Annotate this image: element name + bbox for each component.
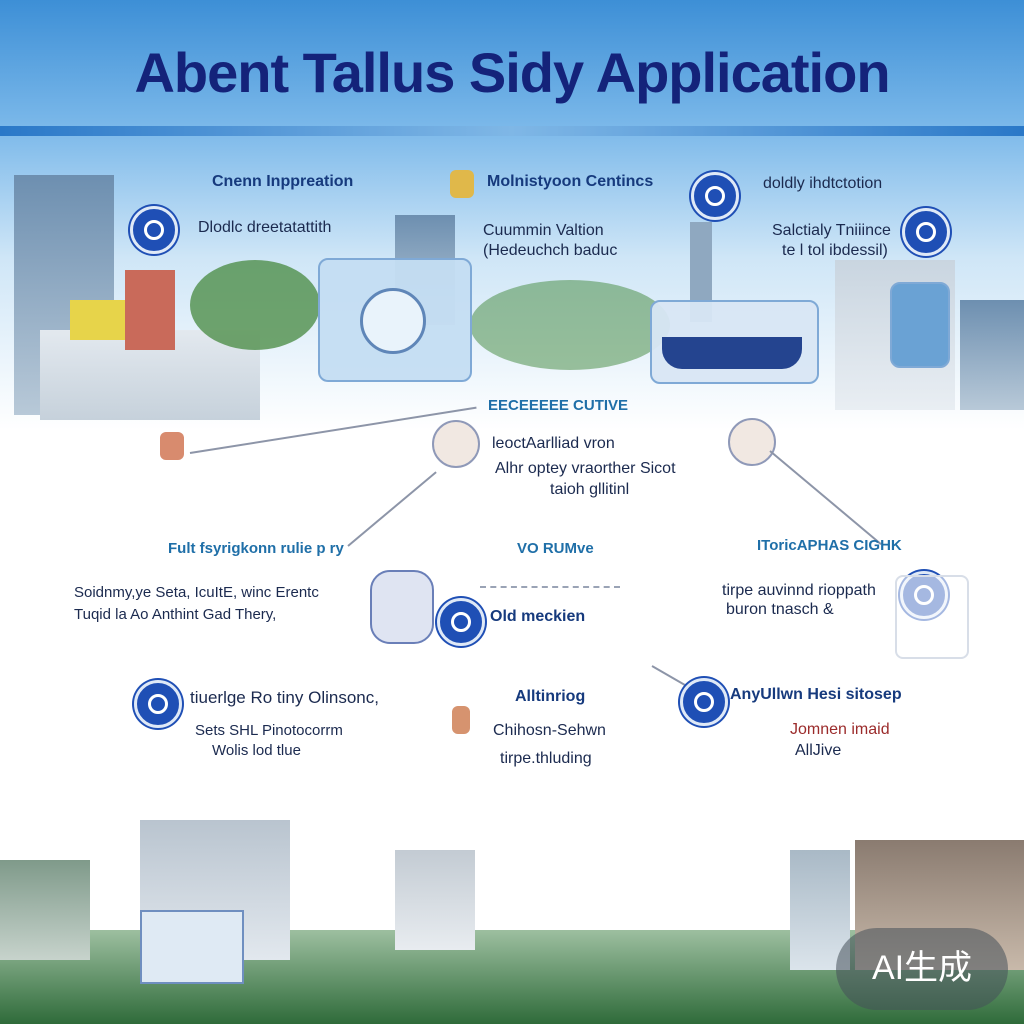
document-icon (728, 418, 776, 466)
middle-center-icon (437, 598, 485, 646)
dashed-connector (480, 586, 620, 588)
top-right-tablet-icon (902, 208, 950, 256)
connector-line (651, 665, 688, 687)
tree-cluster (470, 280, 670, 370)
top-center-icon (450, 170, 474, 198)
title-divider (0, 126, 1024, 136)
middle-right-line2: buron tnasch & (726, 601, 834, 618)
bottom-left-line2: Wolis lod tlue (212, 742, 301, 759)
spire-building (690, 222, 712, 322)
top-center-heading: Molnistyoon Centincs (487, 173, 654, 190)
globe-icon (432, 420, 480, 468)
right-building (960, 300, 1024, 410)
bottom-center-icon (452, 706, 470, 734)
bottom-right-line1: Jomnen imaid (790, 721, 890, 738)
orange-icon (160, 432, 184, 460)
top-center-sub2: (Hedeuchch baduc (483, 242, 618, 259)
illustration-panel-left (318, 258, 472, 382)
tech-building (140, 910, 244, 984)
bottom-left-icon (134, 680, 182, 728)
bottom-center-line2: tirpe.thluding (500, 750, 592, 767)
page-title: Abent Tallus Sidy Application (134, 41, 890, 104)
bottom-left-line1: Sets SHL Pinotocorrm (195, 722, 343, 739)
yellow-building (70, 300, 130, 340)
house-building (0, 860, 90, 960)
window-panel (890, 282, 950, 368)
middle-left-line1: Soidnmy,ye Seta, IcuItE, winc Erentc (74, 584, 319, 601)
top-right-sub2: te l tol ibdessil) (782, 242, 888, 259)
bottom-left-heading: tiuerlge Ro tiny Olinsonc, (190, 688, 379, 707)
top-left-sub: Dlodlc dreetatattith (198, 219, 332, 236)
ai-generated-watermark: AI生成 (836, 928, 1008, 1010)
top-right-sub1: Salctialy Tniiince (772, 222, 891, 239)
illustration-panel-center (650, 300, 819, 384)
red-building (125, 270, 175, 350)
bottom-center-line1: Chihosn-Sehwn (493, 722, 606, 739)
top-right-heading: doldly ihdtctotion (763, 175, 883, 192)
dial-graphic (360, 288, 426, 354)
top-right-icon (691, 172, 739, 220)
tree-cluster (190, 260, 320, 350)
connector-line (769, 450, 882, 545)
bottom-center-heading: Alltinriog (515, 688, 586, 705)
middle-right-heading: IToricAPHAS CIGHK (757, 537, 902, 554)
bottom-right-line2: AllJive (795, 742, 842, 759)
middle-right-line1: tirpe auvinnd rioppath (722, 582, 876, 599)
card-frame (895, 575, 969, 659)
hands-illustration (370, 570, 434, 644)
middle-left-line2: Tuqid la Ao Anthint Gad Thery, (74, 606, 277, 623)
bottom-right-icon (680, 678, 728, 726)
middle-left-heading: Fult fsyrigkonn rulie p ry (168, 540, 344, 557)
center-line1: leoctAarlliad vron (492, 435, 615, 452)
center-line2: Alhr optey vraorther Sicot (495, 460, 676, 477)
church-building (395, 850, 475, 950)
center-tag: EECEEEEE CUTIVE (488, 397, 629, 414)
top-left-heading: Cnenn Inppreation (212, 173, 354, 190)
top-center-sub1: Cuummin Valtion (483, 222, 604, 239)
top-left-icon (130, 206, 178, 254)
building-graphic (662, 337, 802, 369)
center-line3: taioh gllitinl (550, 481, 630, 498)
connector-line (347, 471, 437, 547)
middle-center-heading: VO RUMve (517, 540, 594, 557)
middle-center-line: Old meckien (490, 608, 586, 625)
bottom-right-heading: AnyUllwn Hesi sitosep (730, 686, 902, 703)
